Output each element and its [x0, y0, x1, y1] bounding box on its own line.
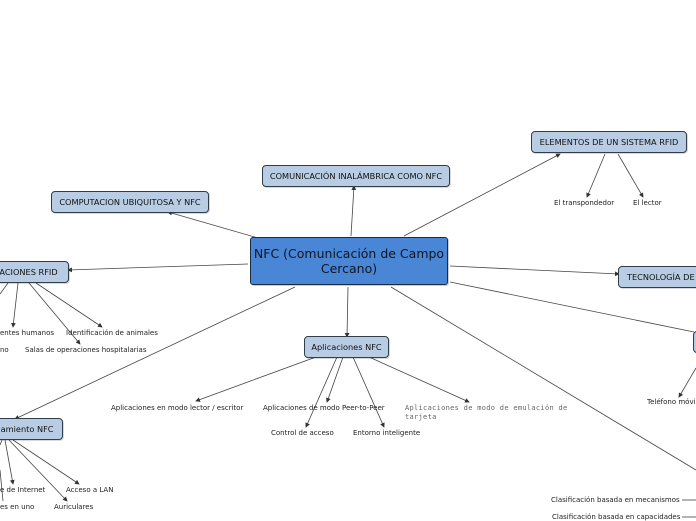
- edge-func-auriculares: [8, 439, 68, 502]
- subtopic-emulacion-tarjeta[interactable]: Aplicaciones de modo de emulación de tar…: [405, 404, 568, 421]
- subtopic-telefono-movil[interactable]: Teléfono móvil: [647, 398, 696, 406]
- subtopic-peer-to-peer[interactable]: Aplicaciones de modo Peer-to-Peer: [263, 404, 385, 412]
- topic-aplicaciones-nfc[interactable]: Aplicaciones NFC: [304, 336, 389, 358]
- topic-elementos-rfid[interactable]: ELEMENTOS DE UN SISTEMA RFID: [531, 131, 687, 153]
- edge-func-internet: [4, 439, 15, 485]
- subtopic-no[interactable]: no: [0, 346, 9, 354]
- subtopic-modo-lector[interactable]: Aplicaciones en modo lector / escritor: [111, 404, 244, 412]
- topic-funcionamiento-nfc[interactable]: namiento NFC: [0, 418, 63, 440]
- edge-elementos-lector: [617, 153, 644, 198]
- topic-comunicacion-inalambrica[interactable]: COMUNICACIÓN INALÁMBRICA COMO NFC: [262, 165, 450, 187]
- edge-central-aplicaciones: [344, 286, 350, 338]
- edge-func-uno: [0, 469, 4, 502]
- subtopic-humanos[interactable]: entes humanos: [0, 329, 55, 337]
- edge-rfid-no: [0, 282, 9, 295]
- subtopic-clasificacion-capacidades[interactable]: Clasificación basada en capacidades: [552, 513, 681, 521]
- subtopic-control-acceso[interactable]: Control de acceso: [271, 429, 334, 437]
- edge-central-elementos: [403, 153, 561, 237]
- edge-rfid-hospital: [28, 282, 81, 345]
- subtopic-acceso-lan[interactable]: Acceso a LAN: [66, 486, 114, 494]
- edge-rfid-animales: [35, 282, 103, 328]
- subtopic-hospital[interactable]: Salas de operaciones hospitalarias: [25, 346, 147, 354]
- edge-central-clasificacion: [390, 286, 696, 471]
- edge-central-comunicacion: [350, 185, 357, 237]
- edge-right-telefono: [678, 367, 696, 398]
- edge-elementos-transpondedor: [586, 153, 606, 198]
- edge-apps-entorno: [352, 356, 385, 428]
- edge-central-funcionamiento: [14, 286, 296, 420]
- central-topic[interactable]: NFC (Comunicación de Campo Cercano): [250, 237, 448, 285]
- edge-func-lan: [12, 439, 80, 485]
- subtopic-lector[interactable]: El lector: [633, 199, 662, 207]
- edge-central-ubicua: [167, 210, 259, 239]
- subtopic-en-uno[interactable]: es en uno: [0, 503, 35, 511]
- edge-apps-acceso: [305, 356, 338, 428]
- edge-central-tecnologia: [449, 265, 620, 277]
- subtopic-clasificacion-mecanismos[interactable]: Clasificación basada en mecanismos: [551, 496, 680, 504]
- edge-central-right: [449, 281, 695, 333]
- subtopic-internet[interactable]: e de Internet: [0, 486, 46, 494]
- subtopic-animales[interactable]: Identificación de animales: [66, 329, 158, 337]
- topic-tecnologia[interactable]: TECNOLOGÍA DE: [618, 266, 696, 288]
- topic-right-offscreen[interactable]: [693, 331, 696, 353]
- edge-apps-lector: [195, 356, 317, 402]
- subtopic-entorno-inteligente[interactable]: Entorno inteligente: [353, 429, 421, 437]
- subtopic-auriculares[interactable]: Auriculares: [54, 503, 94, 511]
- edge-central-rfid: [67, 263, 249, 273]
- edge-apps-emulacion: [368, 356, 470, 403]
- edge-apps-p2p: [326, 356, 344, 403]
- edge-func-left: [0, 439, 3, 446]
- topic-aplicaciones-rfid[interactable]: ACIONES RFID: [0, 261, 69, 283]
- subtopic-transpondedor[interactable]: El transpondedor: [554, 199, 615, 207]
- topic-computacion-ubicua[interactable]: COMPUTACION UBIQUITOSA Y NFC: [51, 191, 209, 213]
- edge-rfid-humanos: [11, 282, 19, 328]
